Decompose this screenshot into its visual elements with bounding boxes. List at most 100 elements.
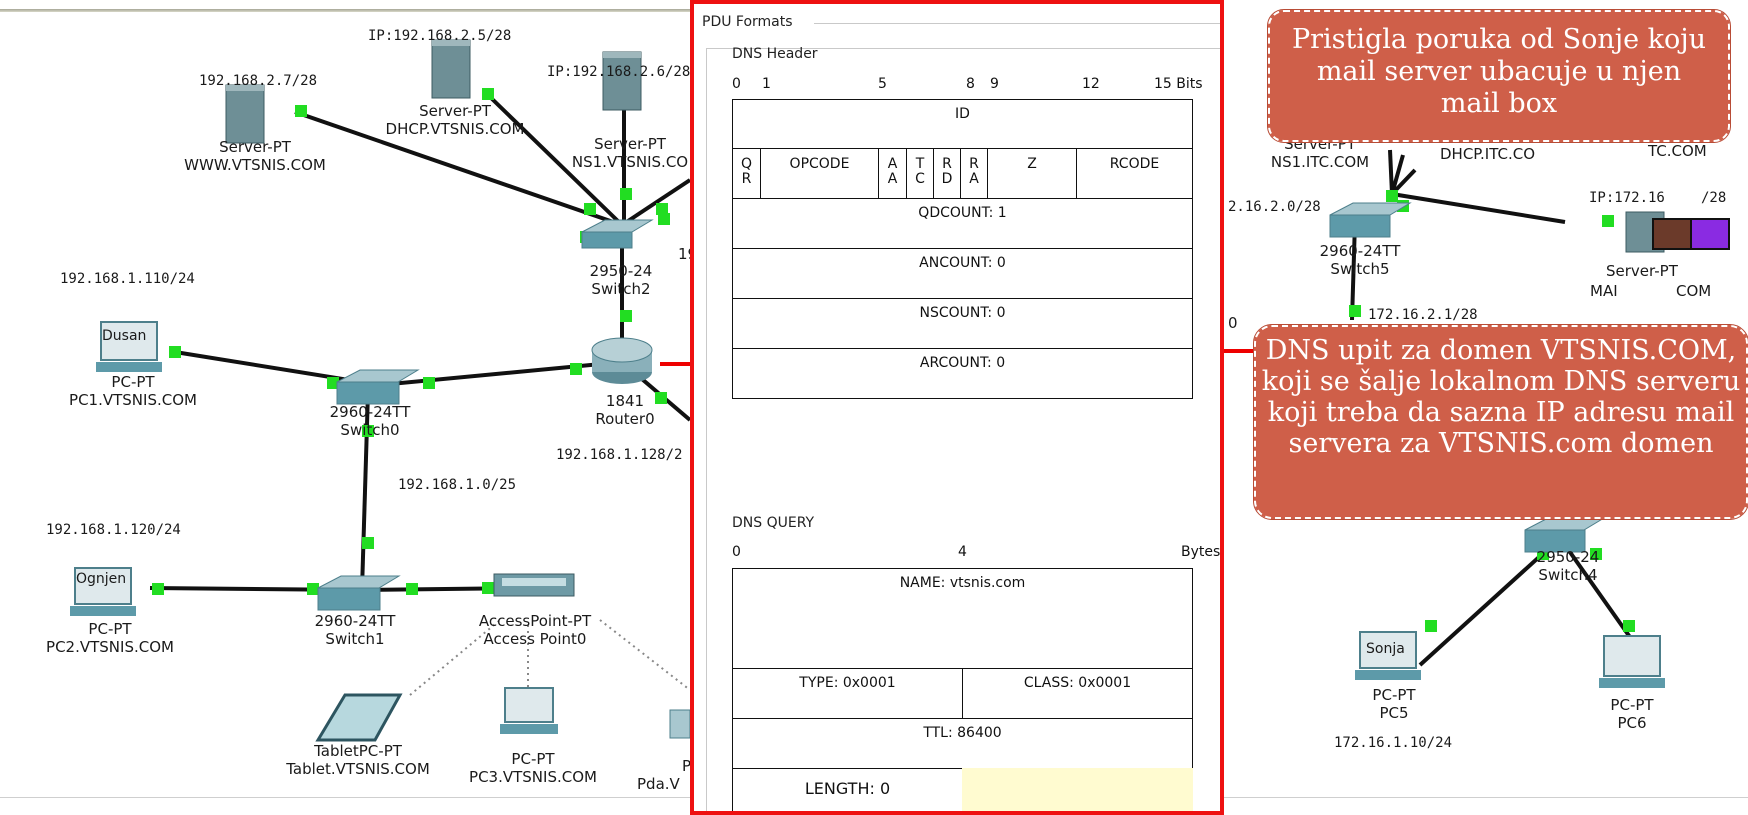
mail-envelope-icon[interactable] bbox=[1690, 218, 1730, 250]
dns-rcode-field[interactable]: RCODE bbox=[1076, 148, 1193, 199]
pc-icon[interactable] bbox=[1599, 635, 1665, 688]
server-dhcp-icon[interactable] bbox=[431, 39, 471, 99]
access-point-label[interactable]: AccessPoint-PT Access Point0 bbox=[479, 612, 591, 648]
switch-icon[interactable] bbox=[336, 369, 420, 405]
access-point-icon[interactable] bbox=[493, 573, 575, 597]
byte-ruler-4: 4 bbox=[958, 544, 967, 560]
bit-ruler-5: 5 bbox=[878, 76, 887, 92]
pc5-label[interactable]: PC-PT PC5 bbox=[1372, 686, 1415, 722]
router0-label[interactable]: 1841 Router0 bbox=[595, 392, 654, 428]
dns-query-class-field[interactable]: CLASS: 0x0001 bbox=[962, 668, 1193, 719]
link-lights bbox=[152, 88, 1635, 632]
dns-query-length-field[interactable]: LENGTH: 0 bbox=[732, 768, 963, 811]
switch-icon[interactable] bbox=[317, 575, 401, 611]
dns-ancount-field[interactable]: ANCOUNT: 0 bbox=[732, 248, 1193, 299]
byte-ruler-0: 0 bbox=[732, 544, 741, 560]
switch4-label[interactable]: 2950-24 Switch4 bbox=[1537, 548, 1600, 584]
server-ns1-icon[interactable] bbox=[602, 51, 642, 111]
mail-server-type-label[interactable]: Server-PT bbox=[1606, 262, 1678, 280]
switch-icon[interactable] bbox=[1329, 202, 1412, 238]
switch-icon[interactable] bbox=[581, 219, 654, 249]
dhcp-server-label[interactable]: Server-PT DHCP.VTSNIS.COM bbox=[386, 102, 525, 138]
switch5-label[interactable]: 2960-24TT Switch5 bbox=[1320, 242, 1401, 278]
dhcp-ip-label: IP:192.168.2.5/28 bbox=[368, 28, 512, 44]
bit-ruler-9: 9 bbox=[990, 76, 999, 92]
tablet-label[interactable]: TabletPC-PT Tablet.VTSNIS.COM bbox=[286, 742, 430, 778]
device-name: PC3.VTSNIS.COM bbox=[469, 768, 597, 786]
pc1-screen-label: Dusan bbox=[102, 328, 147, 344]
switch0-label[interactable]: 2960-24TT Switch0 bbox=[330, 403, 411, 439]
router-icon[interactable] bbox=[591, 337, 653, 384]
switch2-label[interactable]: 2950-24 Switch2 bbox=[590, 262, 653, 298]
dns-arcount-field[interactable]: ARCOUNT: 0 bbox=[732, 348, 1193, 399]
dns-qdcount-field[interactable]: QDCOUNT: 1 bbox=[732, 198, 1193, 249]
lan1-network-label: 192.168.1.0/25 bbox=[398, 477, 517, 493]
dhcp-itc-label[interactable]: DHCP.ITC.CO bbox=[1440, 145, 1536, 163]
server-www-icon[interactable] bbox=[225, 84, 265, 144]
bit-ruler-0: 0 bbox=[732, 76, 741, 92]
pc-icon[interactable] bbox=[96, 321, 162, 372]
device-type: 2960-24TT bbox=[329, 403, 411, 421]
pc1-label[interactable]: PC-PT PC1.VTSNIS.COM bbox=[69, 373, 197, 409]
pc-icon[interactable] bbox=[1355, 631, 1421, 680]
tablet-icon[interactable] bbox=[315, 693, 403, 742]
field-label: ANCOUNT: 0 bbox=[919, 255, 1006, 271]
pdu-panel-title: PDU Formats bbox=[702, 14, 793, 30]
switch-icon[interactable] bbox=[1524, 517, 1606, 553]
pc-icon[interactable] bbox=[70, 567, 136, 616]
pc6-label[interactable]: PC-PT PC6 bbox=[1610, 696, 1653, 732]
device-name: Switch5 bbox=[1330, 260, 1390, 278]
dns-nscount-field[interactable]: NSCOUNT: 0 bbox=[732, 298, 1193, 349]
mail-envelope-icon[interactable] bbox=[1652, 218, 1692, 250]
dns-query-data-field[interactable] bbox=[962, 768, 1193, 811]
switch1-label[interactable]: 2960-24TT Switch1 bbox=[315, 612, 396, 648]
device-type: 2960-24TT bbox=[314, 612, 396, 630]
device-name: Tablet.VTSNIS.COM bbox=[286, 760, 430, 778]
device-type: 1841 bbox=[605, 392, 645, 410]
field-label: TYPE: 0x0001 bbox=[799, 675, 896, 691]
device-type: PC-PT bbox=[1610, 696, 1654, 714]
device-type: Server-PT bbox=[219, 138, 291, 156]
mail-arrival-callout: Pristigla poruka od Sonje koju mail serv… bbox=[1267, 9, 1731, 143]
device-name: Switch0 bbox=[340, 421, 400, 439]
dns-id-field[interactable]: ID bbox=[732, 99, 1193, 149]
www-ip-label: 192.168.2.7/28 bbox=[199, 73, 318, 89]
bit-ruler-1: 1 bbox=[762, 76, 771, 92]
ns1-server-label[interactable]: Server-PT NS1.VTSNIS.CO bbox=[572, 135, 688, 171]
pc2-label[interactable]: PC-PT PC2.VTSNIS.COM bbox=[46, 620, 174, 656]
device-type: TabletPC-PT bbox=[314, 742, 402, 760]
dns-query-type-field[interactable]: TYPE: 0x0001 bbox=[732, 668, 963, 719]
mail-server-name-label[interactable]: MAI bbox=[1590, 282, 1618, 300]
pda-label[interactable]: P Pda.V bbox=[637, 757, 691, 793]
pc2-screen-label: Ognjen bbox=[76, 571, 127, 587]
device-name: PC1.VTSNIS.COM bbox=[69, 391, 197, 409]
dns-query-name-field[interactable]: NAME: vtsnis.com bbox=[732, 568, 1193, 669]
pdu-formats-panel[interactable]: PDU Formats DNS Header 0 1 5 8 9 12 15 B… bbox=[690, 0, 1224, 815]
mail-ip-label: IP:172.16 bbox=[1589, 190, 1665, 206]
dns-query-ttl-field[interactable]: TTL: 86400 bbox=[732, 718, 1193, 769]
pc-icon[interactable] bbox=[500, 687, 558, 734]
field-label: ID bbox=[955, 106, 970, 122]
tc-com-label[interactable]: TC.COM bbox=[1648, 142, 1707, 160]
device-type: PC-PT bbox=[1372, 686, 1416, 704]
device-name: WWW.VTSNIS.COM bbox=[184, 156, 326, 174]
pc3-label[interactable]: PC-PT PC3.VTSNIS.COM bbox=[469, 750, 597, 786]
pc2-ip-label: 192.168.1.120/24 bbox=[46, 522, 181, 538]
device-type: Server-PT bbox=[594, 135, 666, 153]
dns-opcode-field[interactable]: OPCODE bbox=[760, 148, 879, 199]
field-label: LENGTH: 0 bbox=[804, 779, 891, 798]
dns-z-field[interactable]: Z bbox=[987, 148, 1077, 199]
mail-server-name-suffix[interactable]: COM bbox=[1676, 282, 1712, 300]
pda-icon[interactable] bbox=[669, 709, 691, 739]
www-server-label[interactable]: Server-PT WWW.VTSNIS.COM bbox=[184, 138, 326, 174]
router-network-label: 192.168.1.128/2 bbox=[556, 447, 683, 463]
bit-ruler-15: 15 Bits bbox=[1154, 76, 1203, 92]
